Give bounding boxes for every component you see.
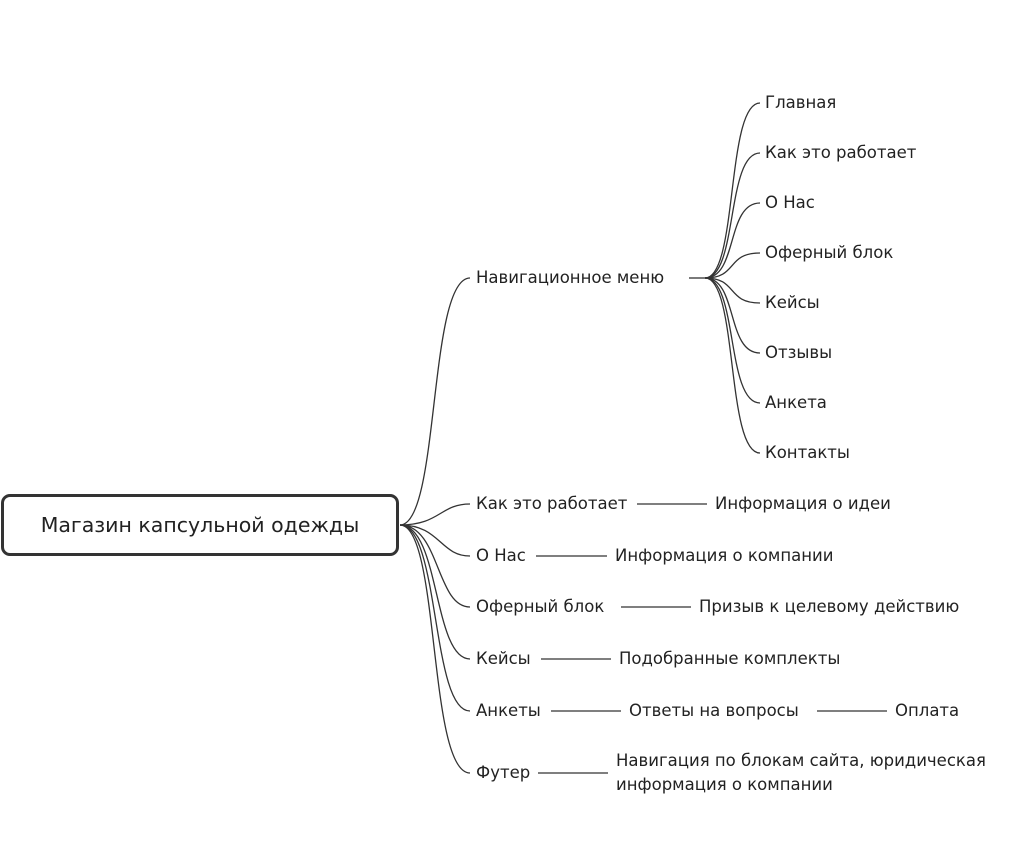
node-idea-info[interactable]: Информация о идеи [715, 494, 891, 513]
link-root-offer [399, 524, 471, 608]
node-call-to-action[interactable]: Призыв к целевому действию [699, 597, 960, 616]
link-nav-child-7 [704, 277, 761, 404]
branch-forms[interactable]: Анкеты [476, 701, 541, 720]
branch-how-it-works[interactable]: Как это работает [476, 494, 628, 513]
nav-item-about[interactable]: О Нас [765, 193, 815, 212]
branch-offer[interactable]: Оферный блок [476, 597, 605, 616]
link-root-footer [399, 524, 471, 774]
link-nav-child-3 [704, 202, 761, 279]
link-root-forms [399, 524, 471, 712]
root-node[interactable]: Магазин капсульной одежды [1, 494, 399, 556]
nav-item-offer[interactable]: Оферный блок [765, 243, 894, 262]
nav-item-reviews[interactable]: Отзывы [765, 343, 833, 362]
link-root-how [399, 503, 471, 526]
link-nav-child-2 [704, 152, 761, 279]
branch-cases[interactable]: Кейсы [476, 649, 531, 668]
link-root-nav [399, 277, 471, 526]
link-root-cases [399, 524, 471, 660]
node-answers[interactable]: Ответы на вопросы [629, 701, 799, 720]
nav-item-form[interactable]: Анкета [765, 393, 827, 412]
node-payment[interactable]: Оплата [895, 701, 960, 720]
link-nav-child-1 [704, 102, 761, 279]
link-nav-child-8 [704, 277, 761, 454]
node-company-info[interactable]: Информация о компании [615, 546, 834, 565]
node-footer-info[interactable]: Навигация по блокам сайта, юридическая и… [616, 751, 986, 794]
link-root-about [399, 524, 471, 557]
branch-footer[interactable]: Футер [476, 763, 531, 782]
link-nav-child-6 [704, 277, 761, 354]
branch-about[interactable]: О Нас [476, 546, 526, 565]
branch-nav-menu[interactable]: Навигационное меню [476, 268, 665, 287]
nav-item-how-it-works[interactable]: Как это работает [765, 143, 917, 162]
link-nav-child-5 [704, 277, 761, 304]
nav-item-home[interactable]: Главная [765, 93, 837, 112]
nav-item-contacts[interactable]: Контакты [765, 443, 850, 462]
link-nav-child-4 [704, 252, 761, 279]
node-selected-sets[interactable]: Подобранные комплекты [619, 649, 841, 668]
nav-item-cases[interactable]: Кейсы [765, 293, 820, 312]
